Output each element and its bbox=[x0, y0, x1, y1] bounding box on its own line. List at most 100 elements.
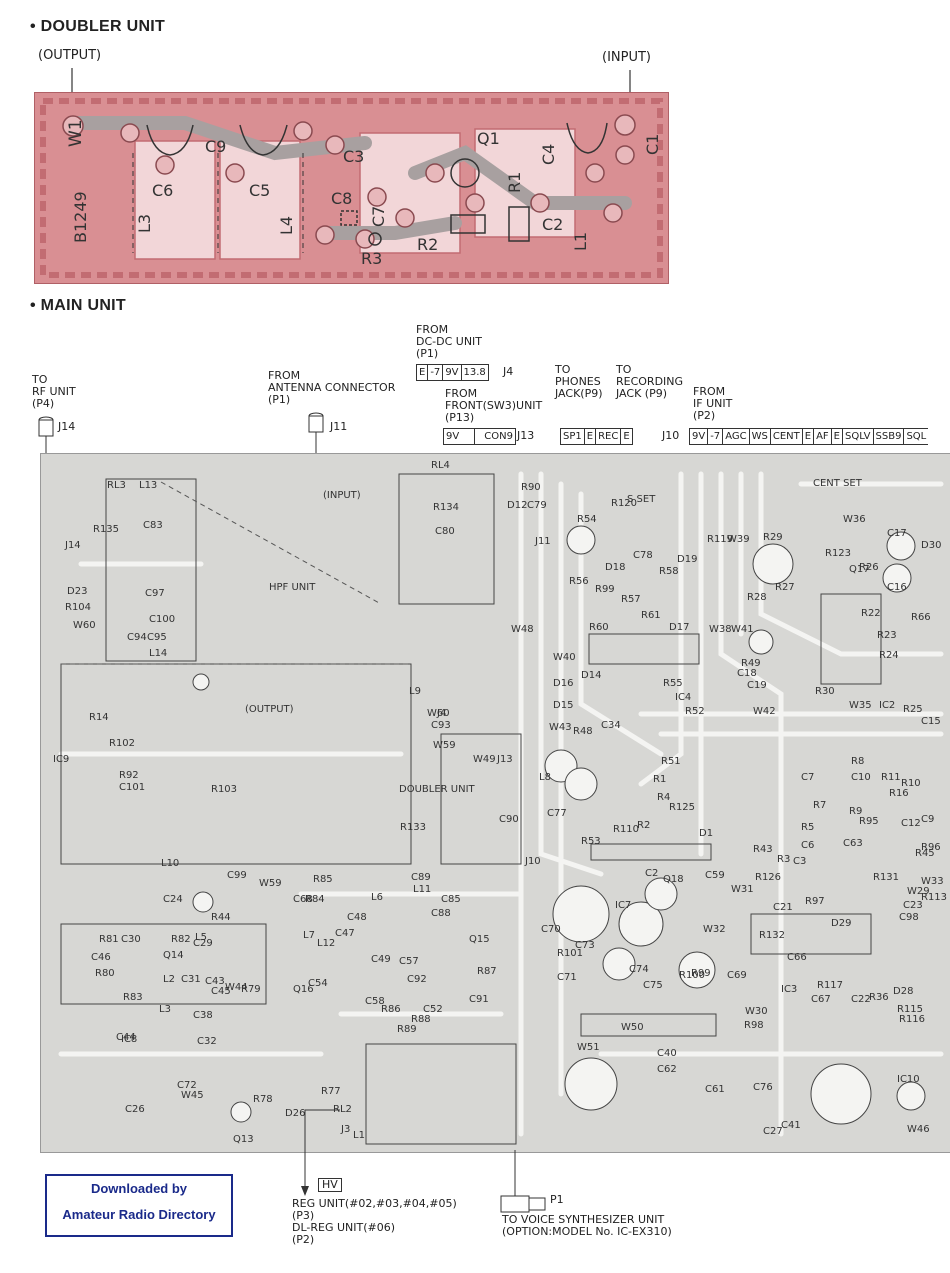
j10-pin: E bbox=[585, 429, 597, 444]
board-ref-label: R54 bbox=[577, 514, 597, 525]
j13-id: J13 bbox=[517, 429, 535, 442]
board-ref-label: W32 bbox=[703, 924, 726, 935]
board-ref-label: R25 bbox=[903, 704, 923, 715]
board-ref-label: C71 bbox=[557, 972, 577, 983]
if-pin: SSB9 bbox=[874, 429, 905, 444]
board-ref-label: C74 bbox=[629, 964, 649, 975]
board-ref-label: D16 bbox=[553, 678, 574, 689]
board-ref-label: C30 bbox=[121, 934, 141, 945]
doubler-part-r3: R3 bbox=[361, 249, 383, 268]
board-ref-label: R99 bbox=[595, 584, 615, 595]
main-connector-plugs bbox=[38, 412, 324, 456]
if-pin: 9V bbox=[690, 429, 709, 444]
board-ref-label: R55 bbox=[663, 678, 683, 689]
board-ref-label: W59 bbox=[433, 740, 456, 751]
board-ref-label: L5 bbox=[195, 932, 207, 943]
board-ref-label: R45 bbox=[915, 848, 935, 859]
board-ref-label: C99 bbox=[227, 870, 247, 881]
board-ref-label: C7 bbox=[801, 772, 815, 783]
to-recording-label: TO RECORDING JACK (P9) bbox=[616, 363, 684, 400]
doubler-board: W1 C9 C6 C5 L3 L4 C3 Q1 C4 C1 C8 C7 R1 C… bbox=[34, 92, 669, 284]
board-ref-label: C69 bbox=[727, 970, 747, 981]
board-ref-label: L7 bbox=[303, 930, 315, 941]
board-ref-label: C61 bbox=[705, 1084, 725, 1095]
board-ref-label: R58 bbox=[659, 566, 679, 577]
board-ref-label: L13 bbox=[139, 480, 158, 491]
board-ref-label: J10 bbox=[525, 856, 541, 867]
j11-id: J11 bbox=[330, 420, 348, 433]
board-ref-label: R104 bbox=[65, 602, 92, 613]
board-ref-label: C43 bbox=[205, 976, 225, 987]
board-ref-label: R103 bbox=[211, 784, 238, 795]
board-ref-label: C80 bbox=[435, 526, 455, 537]
badge-line1: Downloaded by bbox=[90, 1181, 188, 1196]
board-ref-label: C17 bbox=[887, 528, 907, 539]
board-ref-label: R60 bbox=[589, 622, 609, 633]
doubler-part-c8: C8 bbox=[331, 189, 353, 208]
board-ref-label: C54 bbox=[308, 978, 328, 989]
j13-pin: 9V bbox=[444, 429, 475, 444]
j13-connector: 9V CON9 bbox=[443, 428, 516, 445]
board-ref-label: R43 bbox=[753, 844, 773, 855]
board-ref-label: R125 bbox=[669, 802, 696, 813]
if-pin: SQLV bbox=[843, 429, 874, 444]
board-ref-label: C22 bbox=[851, 994, 871, 1005]
board-ref-label: C95 bbox=[147, 632, 167, 643]
board-ref-label: Q13 bbox=[233, 1134, 254, 1145]
j10-id: J10 bbox=[662, 429, 680, 442]
board-ref-label: W33 bbox=[921, 876, 944, 887]
board-ref-label: C90 bbox=[499, 814, 519, 825]
board-ref-label: R66 bbox=[911, 612, 931, 623]
board-ref-label: C18 bbox=[737, 668, 757, 679]
board-ref-label: C101 bbox=[119, 782, 146, 793]
board-ref-label: (INPUT) bbox=[323, 490, 361, 501]
from-if-label: FROM IF UNIT (P2) bbox=[693, 385, 733, 422]
doubler-title: • DOUBLER UNIT bbox=[30, 18, 166, 35]
board-ref-label: Q16 bbox=[293, 984, 314, 995]
board-ref-label: C24 bbox=[163, 894, 183, 905]
board-ref-label: R110 bbox=[613, 824, 640, 835]
board-ref-label: C73 bbox=[575, 940, 595, 951]
board-ref-label: R123 bbox=[825, 548, 852, 559]
board-ref-label: R80 bbox=[95, 968, 115, 979]
board-ref-label: C63 bbox=[843, 838, 863, 849]
board-ref-label: W30 bbox=[745, 1006, 768, 1017]
doubler-output-label: (OUTPUT) bbox=[38, 48, 102, 63]
board-ref-label: W48 bbox=[511, 624, 534, 635]
board-ref-label: R24 bbox=[879, 650, 899, 661]
board-ref-label: D18 bbox=[605, 562, 626, 573]
doubler-input-label: (INPUT) bbox=[602, 50, 651, 65]
board-ref-label: R132 bbox=[759, 930, 786, 941]
j4-pin: E bbox=[417, 365, 429, 380]
board-ref-label: R26 bbox=[859, 562, 879, 573]
board-ref-label: RL3 bbox=[107, 480, 126, 491]
board-ref-label: R133 bbox=[400, 822, 427, 833]
board-ref-label: L1 bbox=[353, 1130, 365, 1141]
board-ref-label: R82 bbox=[171, 934, 191, 945]
if-pin: E bbox=[832, 429, 843, 444]
board-ref-label: W49 bbox=[473, 754, 496, 765]
board-ref-label: L11 bbox=[413, 884, 432, 895]
board-ref-label: C89 bbox=[411, 872, 431, 883]
board-ref-label: (OUTPUT) bbox=[245, 704, 294, 715]
board-ref-label: C19 bbox=[747, 680, 767, 691]
board-ref-label: IC2 bbox=[879, 700, 896, 711]
board-ref-label: C21 bbox=[773, 902, 793, 913]
board-ref-label: C40 bbox=[657, 1048, 677, 1059]
board-ref-label: R49 bbox=[741, 658, 761, 669]
board-ref-label: C91 bbox=[469, 994, 489, 1005]
board-ref-label: J3 bbox=[341, 1124, 351, 1135]
board-ref-label: RL2 bbox=[333, 1104, 352, 1115]
to-voice-label: TO VOICE SYNTHESIZER UNIT (OPTION:MODEL … bbox=[502, 1213, 672, 1238]
board-ref-label: C52 bbox=[423, 1004, 443, 1015]
board-ref-label: W45 bbox=[181, 1090, 204, 1101]
board-ref-label: R56 bbox=[569, 576, 589, 587]
board-ref-label: C15 bbox=[921, 716, 941, 727]
board-ref-label: C27 bbox=[763, 1126, 783, 1137]
board-ref-label: R115 bbox=[897, 1004, 924, 1015]
p1-label: P1 bbox=[550, 1193, 564, 1206]
badge-line2: Amateur Radio Directory bbox=[62, 1207, 216, 1222]
j10-pin: E bbox=[623, 431, 630, 442]
board-ref-label: C83 bbox=[143, 520, 163, 531]
